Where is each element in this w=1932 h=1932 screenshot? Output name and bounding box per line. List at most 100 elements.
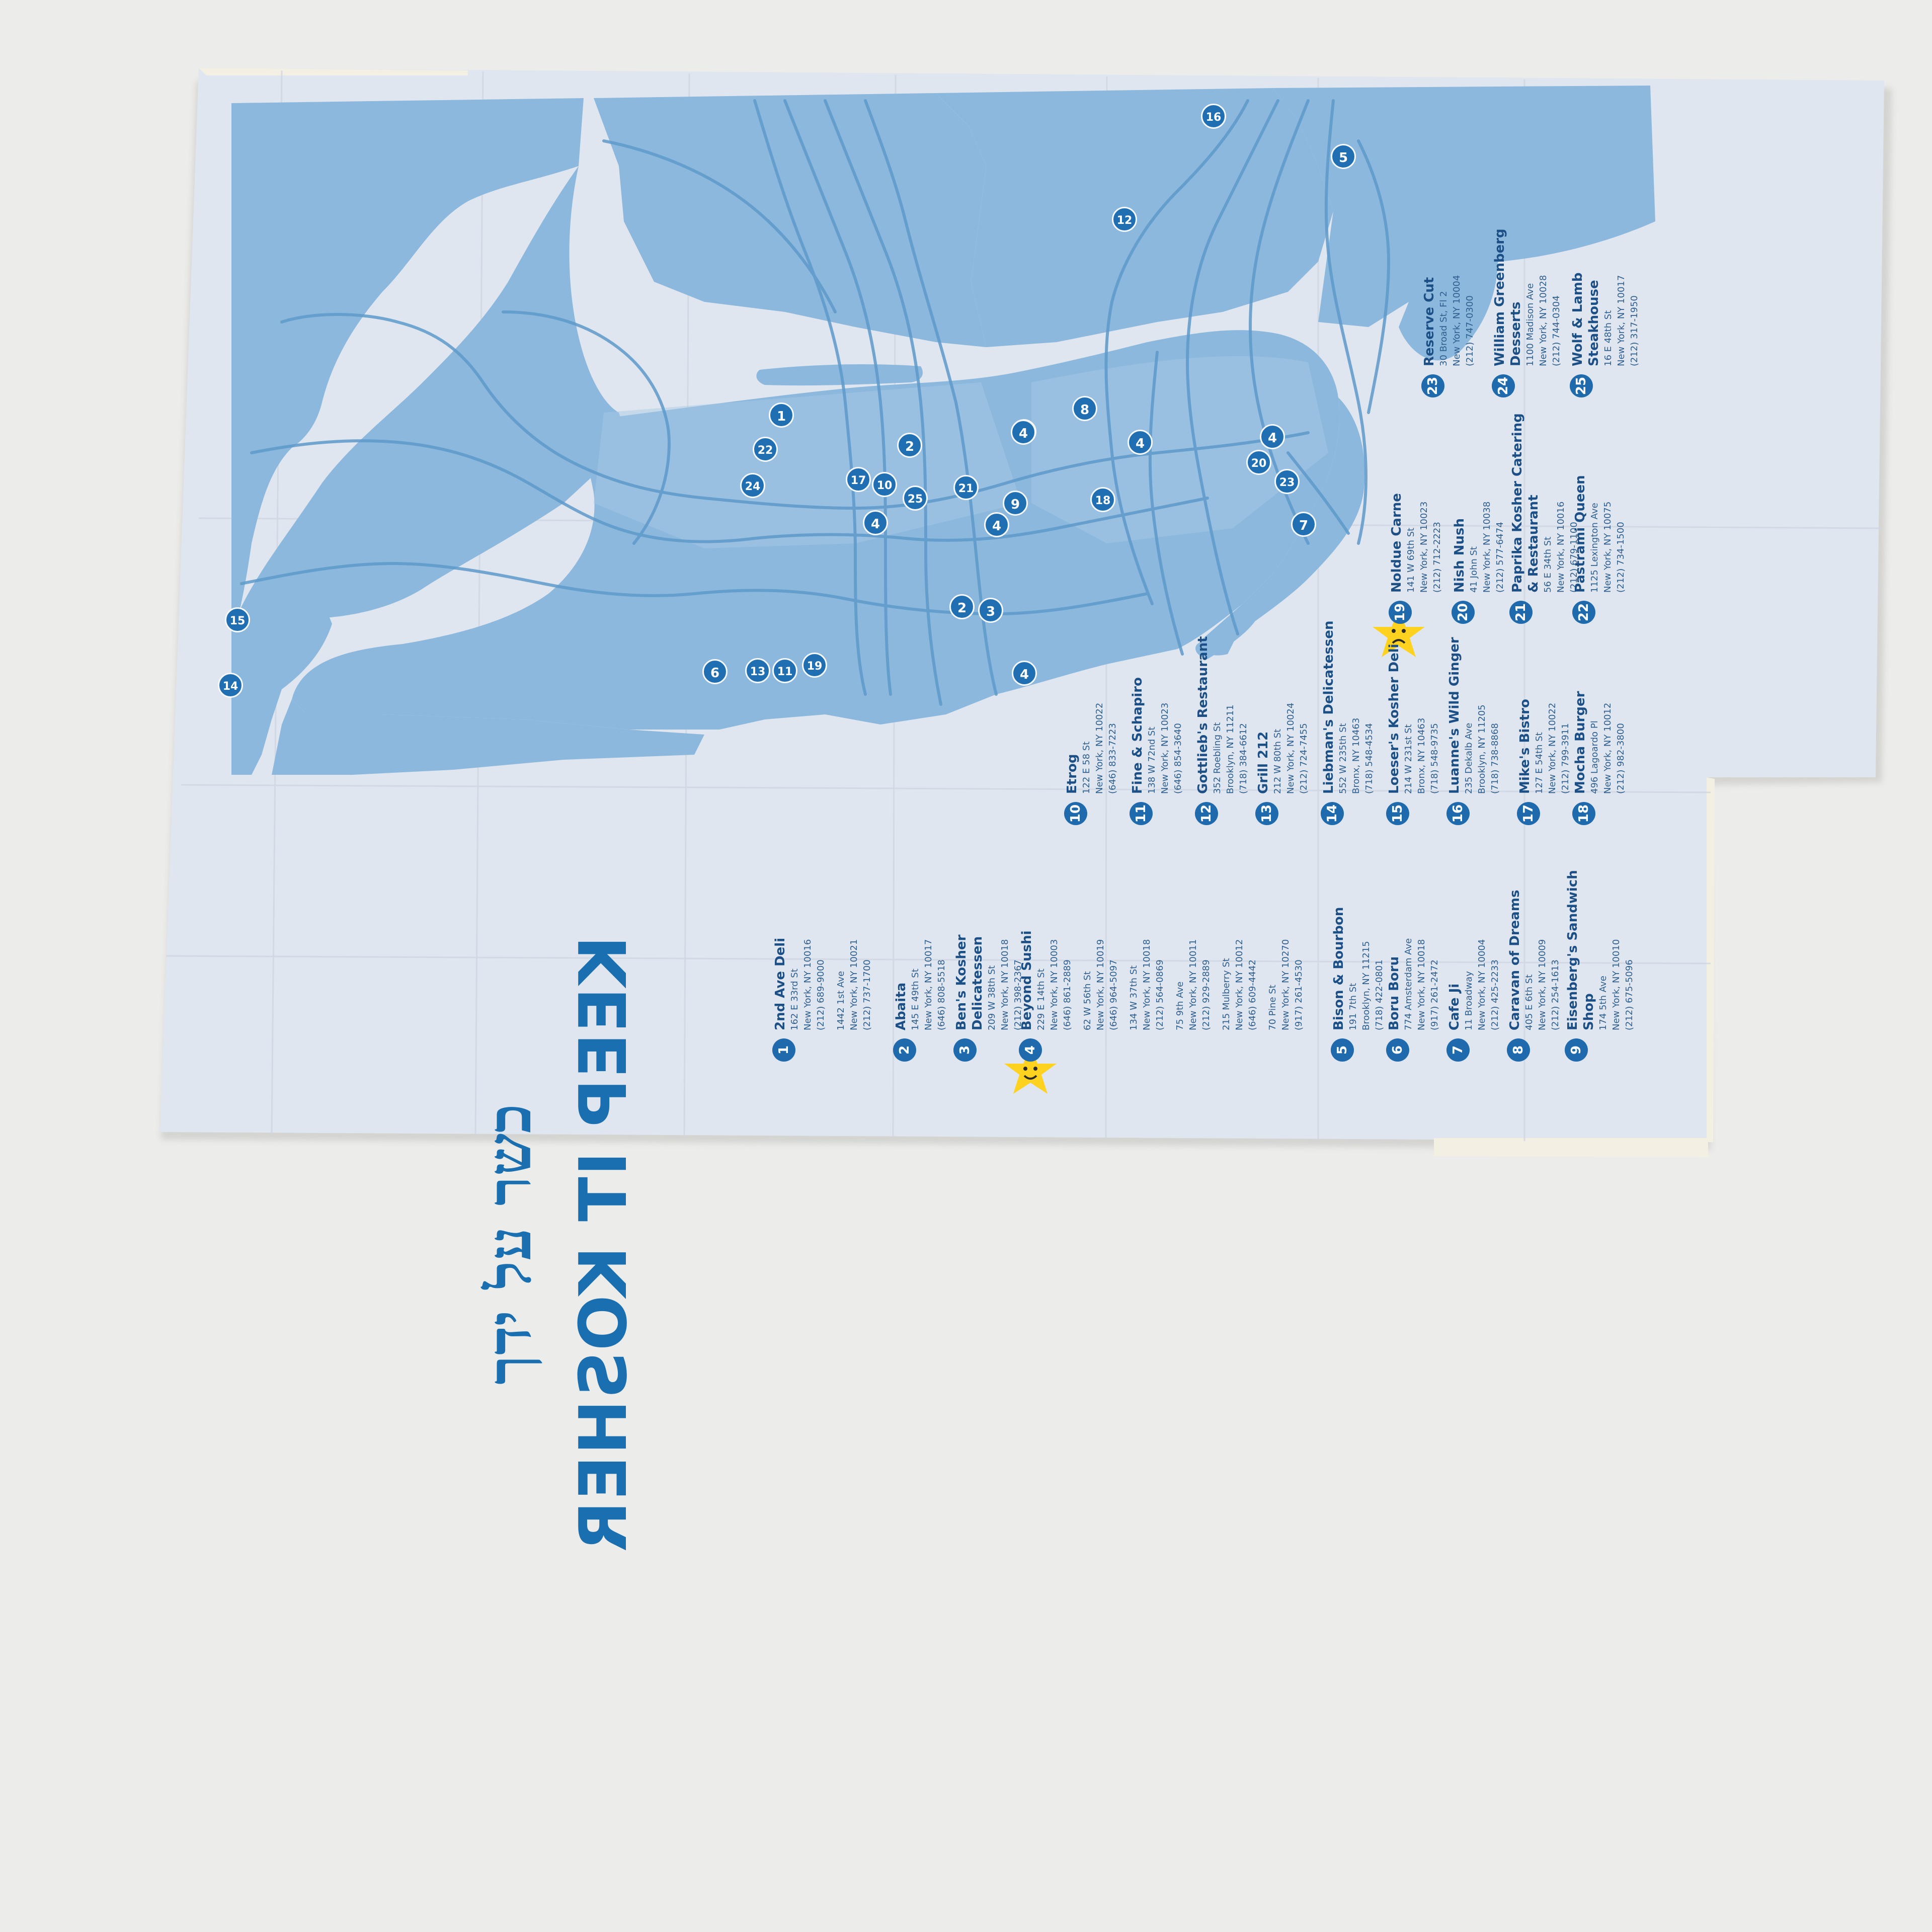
map-marker-18[interactable]: 18 [1090, 487, 1115, 512]
restaurant-address-line: (212) 712-2223 [1432, 522, 1442, 593]
restaurant-address-line: (212) 747-0300 [1465, 295, 1475, 366]
map-marker-15[interactable]: 15 [225, 607, 250, 632]
restaurant-address-line: New York, NY 10016 [802, 939, 813, 1030]
map-marker-25[interactable]: 25 [903, 486, 928, 511]
listing-number-badge: 7 [1446, 1038, 1470, 1062]
restaurant-address-line: 138 W 72nd St [1147, 727, 1157, 794]
map-marker-14[interactable]: 14 [218, 673, 243, 698]
restaurant-address-line: New York, NY 10022 [1547, 702, 1558, 794]
smiley-star-beyond-sushi [1004, 1045, 1057, 1094]
restaurant-address-line: (718) 548-4534 [1364, 723, 1375, 794]
restaurant-address-line: (212) 737-1700 [862, 959, 872, 1030]
map-marker-4[interactable]: 4 [1012, 661, 1037, 686]
restaurant-name: Loeser's Kosher Deli [1387, 643, 1402, 794]
restaurant-address-line: New York, NY 10028 [1538, 275, 1549, 366]
map-marker-4[interactable]: 4 [863, 510, 888, 535]
listing-number-badge: 19 [1389, 601, 1412, 624]
map-marker-6[interactable]: 6 [702, 659, 728, 684]
map-marker-22[interactable]: 22 [753, 437, 778, 462]
restaurant-name: Eisenberg's Sandwich Shop [1565, 870, 1596, 1030]
restaurant-address-line: New York, NY 10021 [849, 939, 859, 1030]
listing-number-badge: 24 [1492, 374, 1515, 397]
map-marker-23[interactable]: 23 [1274, 469, 1300, 494]
restaurant-address-line: 56 E 34th St [1543, 536, 1553, 593]
restaurant-address-line: (646) 808-5518 [936, 959, 947, 1030]
map-marker-4[interactable]: 4 [984, 512, 1009, 537]
restaurant-name: Reserve Cut [1422, 277, 1437, 366]
restaurant-name: Etrog [1065, 754, 1080, 794]
listing-number-badge: 22 [1572, 601, 1595, 624]
restaurant-address-line: New York, NY 10018 [1416, 939, 1427, 1030]
restaurant-address-line: (646) 609-4442 [1247, 959, 1258, 1030]
map-marker-7[interactable]: 7 [1291, 512, 1316, 537]
map-marker-4[interactable]: 4 [1011, 420, 1036, 445]
land-masses [231, 86, 1655, 775]
listing-number-badge: 2 [893, 1038, 916, 1062]
restaurant-address-line: Bronx, NY 10463 [1351, 717, 1361, 794]
listing-number-badge: 8 [1507, 1038, 1530, 1062]
restaurant-address-line: 122 E 58 St [1081, 741, 1092, 794]
restaurant-address-line: New York, NY 10018 [1142, 939, 1152, 1030]
map-marker-2[interactable]: 2 [949, 594, 975, 619]
restaurant-address-line: (646) 964-5097 [1108, 959, 1119, 1030]
restaurant-name: Noldue Carne [1389, 493, 1404, 593]
restaurant-address-line: 16 E 48th St [1603, 310, 1614, 366]
map-marker-24[interactable]: 24 [740, 473, 765, 498]
map-marker-21[interactable]: 21 [953, 475, 979, 500]
map-marker-11[interactable]: 11 [772, 658, 797, 683]
map-marker-20[interactable]: 20 [1246, 450, 1271, 475]
map-marker-1[interactable]: 1 [769, 403, 794, 428]
listing-number-badge: 16 [1446, 802, 1470, 825]
restaurant-address-line: (212) 734-1500 [1616, 522, 1626, 593]
restaurant-address-line: (917) 261-4530 [1294, 959, 1304, 1030]
map-marker-13[interactable]: 13 [745, 658, 770, 683]
restaurant-address-line: 209 W 38th St [987, 965, 997, 1030]
restaurant-address-line: 235 Dekalb Ave [1464, 722, 1474, 794]
restaurant-address-line: (212) 425-2233 [1490, 959, 1500, 1030]
map-marker-10[interactable]: 10 [872, 472, 897, 497]
restaurant-address-line: Brooklyn, NY 11215 [1361, 941, 1372, 1030]
restaurant-address-line [1074, 850, 1081, 1030]
listing-number-badge: 23 [1421, 374, 1444, 397]
restaurant-address-line: 127 E 54th St [1534, 732, 1545, 794]
restaurant-address-line: 1100 Madison Ave [1525, 283, 1536, 366]
restaurant-address-line: New York, NY 10004 [1452, 275, 1462, 366]
restaurant-address-line: New York, NY 10017 [1616, 275, 1627, 366]
map-marker-8[interactable]: 8 [1072, 396, 1097, 421]
map-marker-2[interactable]: 2 [897, 433, 922, 458]
listing-number-badge: 11 [1130, 802, 1153, 825]
map-marker-4[interactable]: 4 [1260, 424, 1285, 449]
restaurant-address-line: 141 W 69th St [1406, 527, 1416, 593]
restaurant-address-line: (212) 689-9000 [816, 959, 826, 1030]
restaurant-address-line: New York, NY 10023 [1419, 501, 1429, 593]
map-marker-5[interactable]: 5 [1331, 144, 1356, 169]
restaurant-address-line: 41 John St [1469, 546, 1479, 593]
listing-number-badge: 18 [1572, 802, 1595, 825]
restaurant-name: Mocha Burger [1573, 691, 1588, 794]
restaurant-address-line: 174 5th Ave [1598, 976, 1608, 1030]
map-marker-19[interactable]: 19 [802, 653, 827, 678]
map-marker-17[interactable]: 17 [846, 467, 871, 492]
map-marker-4[interactable]: 4 [1128, 430, 1153, 455]
map-marker-9[interactable]: 9 [1003, 491, 1028, 516]
map-marker-3[interactable]: 3 [978, 598, 1003, 623]
map-marker-12[interactable]: 12 [1112, 207, 1137, 232]
restaurant-address-line: (718) 422-0801 [1374, 959, 1385, 1030]
restaurant-address-line [1213, 850, 1220, 1030]
restaurant-address-line: 774 Amsterdam Ave [1403, 938, 1414, 1030]
restaurant-name: Ben's Kosher Delicatessen [954, 934, 985, 1030]
restaurant-address-line: (212) 982-3800 [1616, 723, 1626, 794]
restaurant-name: Caravan of Dreams [1507, 890, 1522, 1030]
listing-number-badge: 20 [1452, 601, 1475, 624]
restaurant-address-line: 62 W 56th St [1082, 971, 1093, 1030]
restaurant-address-line: New York, NY 10017 [923, 939, 934, 1030]
map-marker-16[interactable]: 16 [1201, 104, 1226, 129]
restaurant-address-line: (646) 854-3640 [1173, 723, 1183, 794]
